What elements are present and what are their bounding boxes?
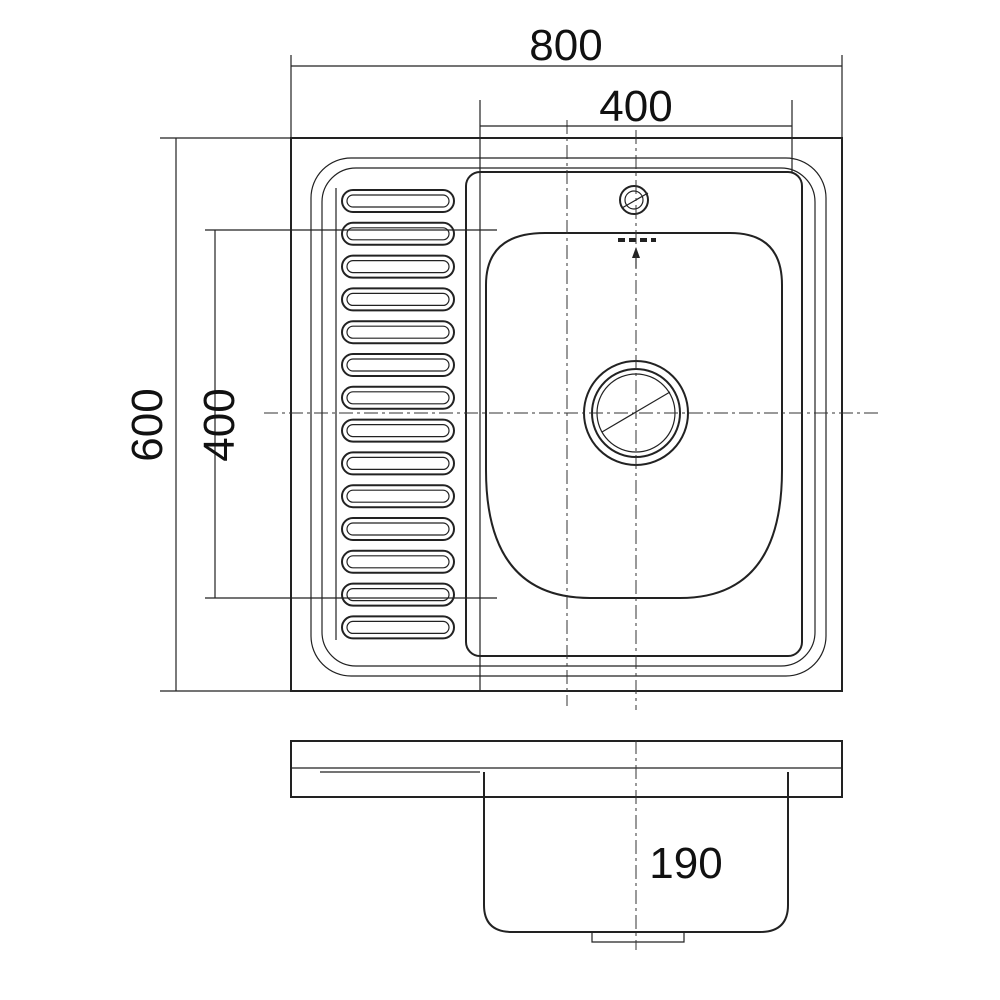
drainboard-slot-inner	[346, 587, 450, 602]
bowl-interior	[485, 232, 783, 599]
drainboard-slot	[341, 287, 455, 312]
drainboard-slot-inner	[346, 227, 450, 241]
drainboard-slot-inner	[346, 489, 450, 503]
drainboard-slot	[341, 254, 455, 279]
drainboard-slot	[341, 517, 455, 541]
bowl-flange	[465, 171, 803, 657]
drainboard-slots	[341, 189, 455, 640]
side-drain-outlet	[591, 932, 685, 943]
overflow-hole-inner	[624, 190, 644, 210]
overflow-arrow-head	[632, 247, 640, 258]
drainboard-slot-inner	[346, 522, 450, 536]
drainboard-slot	[341, 418, 455, 443]
drainboard-slot-inner	[346, 260, 450, 274]
overflow-hole	[619, 185, 649, 215]
drainboard-slot	[341, 385, 455, 410]
drainboard-slot-inner	[346, 292, 450, 306]
drainboard-slot	[341, 484, 455, 509]
deck-inner-rim-2	[321, 167, 816, 667]
drainboard-slot-inner	[346, 358, 450, 372]
drainboard-slot-inner	[346, 424, 450, 438]
overall-width-label: 800	[529, 21, 602, 70]
bowl-length-label: 400	[195, 388, 244, 461]
dimension-overall-width: 800	[290, 21, 843, 138]
drainboard-slot	[341, 615, 455, 640]
drainboard-slot-inner	[346, 456, 450, 470]
overall-depth-label: 600	[123, 388, 172, 461]
drainboard-slot	[341, 221, 455, 246]
bowl-depth-label: 190	[649, 839, 722, 888]
drainboard-slot-inner	[346, 620, 450, 635]
deck-inner-rim	[310, 157, 827, 677]
drainboard-slot-inner	[346, 391, 450, 405]
drainboard-slot	[341, 451, 455, 476]
side-deck	[290, 740, 843, 798]
sink-top-view	[264, 120, 880, 710]
side-bowl-profile	[483, 772, 789, 933]
overflow-diameter-line	[621, 192, 649, 209]
dimension-bowl-width: 400	[479, 82, 793, 690]
drainboard-slot	[341, 320, 455, 345]
drainboard-slot-inner	[346, 555, 450, 569]
dimension-bowl-length: 400	[195, 229, 497, 599]
drainboard-slot-inner	[346, 325, 450, 339]
drainboard-slot	[341, 582, 455, 607]
drainboard-slot	[341, 189, 455, 213]
dimension-overall-depth: 600	[123, 137, 291, 692]
sink-side-view: 190	[290, 740, 843, 950]
drainboard-slot-inner	[346, 194, 450, 208]
drainboard-slot	[341, 353, 455, 377]
drainboard-slot	[341, 549, 455, 574]
bowl-width-label: 400	[599, 82, 672, 131]
